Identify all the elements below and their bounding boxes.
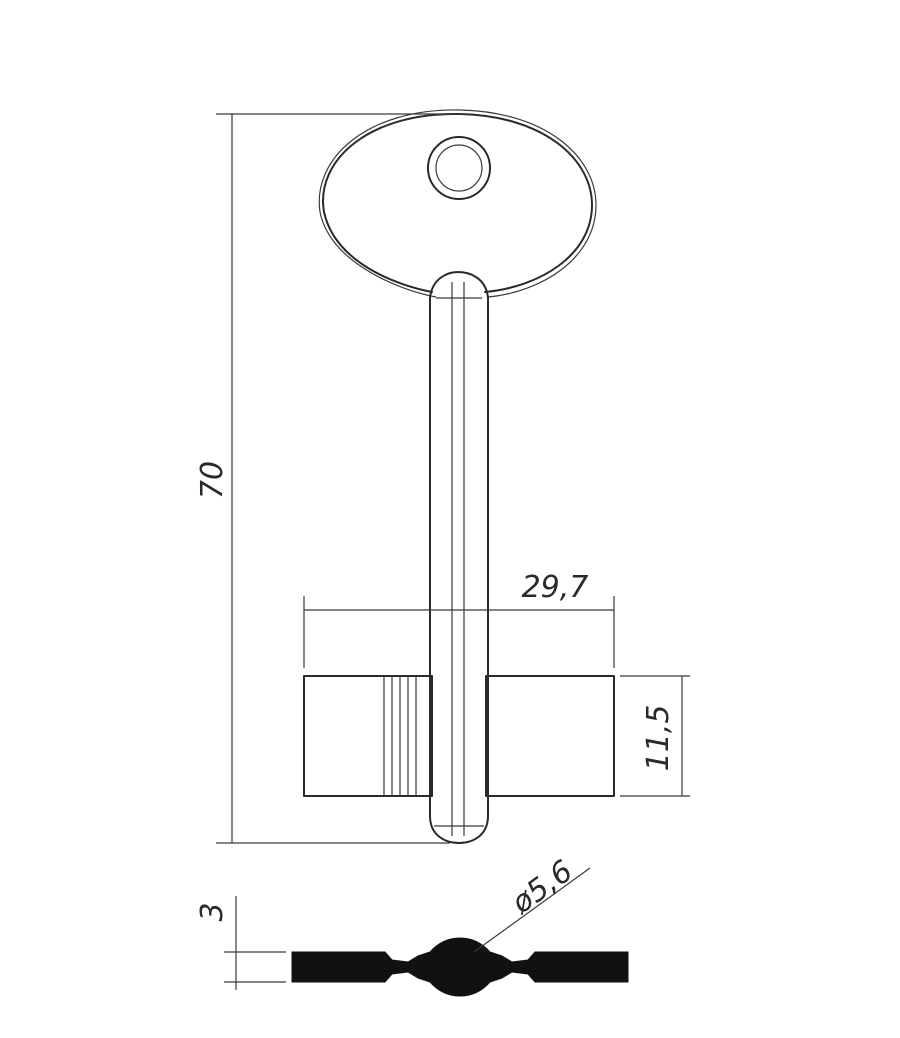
dimension-overall-length: 70 bbox=[195, 113, 470, 844]
dimension-bit-height: 11,5 bbox=[620, 675, 690, 797]
dimension-bit-width: 29,7 bbox=[303, 570, 615, 668]
bow-hole-inner bbox=[435, 144, 483, 192]
dimension-label-width: 29,7 bbox=[522, 570, 589, 605]
dimension-label-thickness: 3 bbox=[195, 902, 230, 921]
bit-left bbox=[303, 675, 433, 797]
bit-right bbox=[485, 675, 615, 797]
dimension-label-diameter: ø5,6 bbox=[505, 854, 580, 922]
key-bow bbox=[318, 109, 597, 298]
key-shank bbox=[429, 271, 489, 844]
dimension-diameter: ø5,6 bbox=[473, 854, 591, 953]
bow-hole-outer bbox=[427, 136, 491, 200]
dimension-label-length: 70 bbox=[195, 461, 230, 499]
dimension-thickness: 3 bbox=[195, 896, 286, 990]
dimension-label-height: 11,5 bbox=[641, 705, 676, 772]
key-cross-section bbox=[291, 937, 629, 997]
key-bit bbox=[303, 675, 615, 797]
